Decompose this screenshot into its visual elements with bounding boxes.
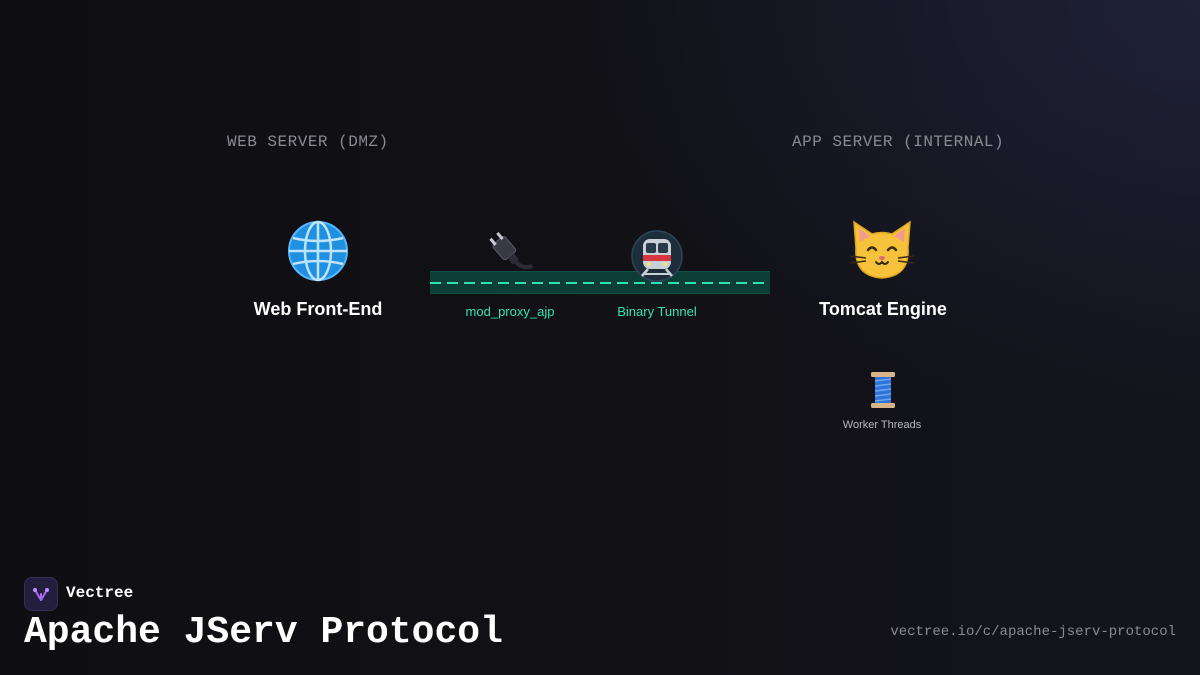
cat-icon	[846, 218, 918, 284]
worker-threads-label: Worker Threads	[842, 419, 922, 431]
tomcat-engine-label: Tomcat Engine	[819, 299, 947, 319]
globe-icon	[282, 218, 354, 284]
page-title: Apache JServ Protocol	[24, 611, 503, 654]
binary-tunnel-label: Binary Tunnel	[617, 304, 697, 319]
tunnel-dashed-line	[430, 282, 770, 284]
vectree-logo-icon	[24, 577, 58, 611]
web-front-end-label: Web Front-End	[253, 299, 383, 319]
thread-spool-icon	[868, 370, 898, 410]
brand-name: Vectree	[66, 584, 134, 602]
plug-icon	[484, 230, 536, 280]
zone-label-web-server: WEB SERVER (DMZ)	[227, 133, 389, 151]
page-url: vectree.io/c/apache-jserv-protocol	[890, 624, 1176, 640]
zone-label-app-server: APP SERVER (INTERNAL)	[792, 133, 1005, 151]
binary-tunnel-bar	[430, 271, 770, 294]
train-icon	[630, 230, 684, 282]
mod-proxy-ajp-label: mod_proxy_ajp	[465, 304, 555, 319]
